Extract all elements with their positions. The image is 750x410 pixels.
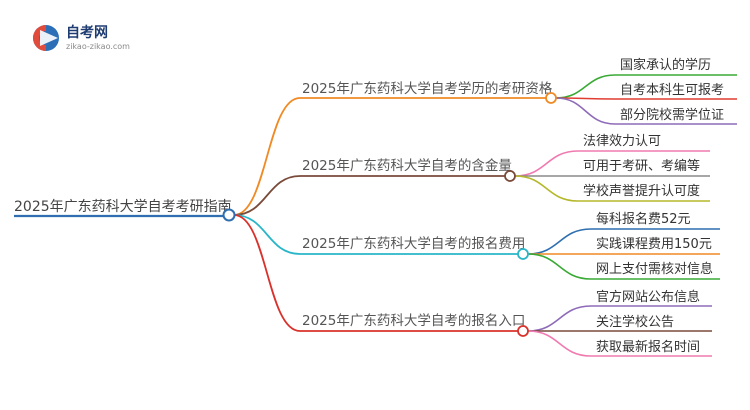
leaf-label: 网上支付需核对信息 bbox=[596, 261, 713, 277]
branch-node[interactable]: 2025年广东药科大学自考的含金量 bbox=[300, 158, 516, 182]
leaf-label: 官方网站公布信息 bbox=[596, 289, 700, 305]
branch-node-circle[interactable] bbox=[517, 325, 529, 337]
leaf-node[interactable]: 网上支付需核对信息 bbox=[591, 261, 720, 280]
leaf-node[interactable]: 实践课程费用150元 bbox=[591, 237, 720, 255]
branch-node[interactable]: 2025年广东药科大学自考的报名费用 bbox=[300, 236, 529, 260]
logo-emblem-icon bbox=[33, 25, 59, 51]
leaf-label: 关注学校公告 bbox=[596, 314, 674, 330]
logo-name: 自考网 bbox=[66, 24, 108, 41]
branch-to-leaf-connector bbox=[514, 150, 579, 177]
branch-node-circle[interactable] bbox=[545, 92, 557, 104]
leaf-label: 自考本科生可报考 bbox=[620, 83, 724, 98]
branch-to-leaf-connector bbox=[527, 253, 592, 280]
branch-to-leaf-connector bbox=[527, 330, 592, 357]
leaf-label: 实践课程费用150元 bbox=[596, 237, 712, 252]
branch-node[interactable]: 2025年广东药科大学自考学历的考研资格 bbox=[300, 81, 557, 104]
branch-to-leaf-connector bbox=[527, 228, 592, 255]
leaf-label: 可用于考研、考编等 bbox=[583, 158, 700, 174]
root-node-circle[interactable] bbox=[222, 208, 236, 222]
leaf-label: 学校声誉提升认可度 bbox=[583, 183, 700, 199]
root-to-branch-connector bbox=[233, 175, 301, 216]
leaf-node[interactable]: 可用于考研、考编等 bbox=[578, 158, 710, 177]
branch-label: 2025年广东药科大学自考学历的考研资格 bbox=[302, 81, 553, 97]
branch-node-circle[interactable] bbox=[504, 170, 516, 182]
leaf-node[interactable]: 关注学校公告 bbox=[591, 314, 712, 332]
leaf-node[interactable]: 部分院校需学位证 bbox=[615, 107, 737, 125]
root-to-branch-connector bbox=[233, 214, 301, 332]
branch-label: 2025年广东药科大学自考的含金量 bbox=[302, 158, 512, 174]
leaf-node[interactable]: 学校声誉提升认可度 bbox=[578, 183, 710, 202]
branch-to-leaf-connector bbox=[527, 305, 592, 332]
leaf-node[interactable]: 国家承认的学历 bbox=[615, 57, 737, 76]
branch-to-leaf-connector bbox=[555, 97, 616, 125]
root-to-branch-connector bbox=[233, 214, 301, 255]
leaf-node[interactable]: 自考本科生可报考 bbox=[615, 83, 737, 100]
branch-label: 2025年广东药科大学自考的报名入口 bbox=[302, 313, 525, 329]
site-logo[interactable]: 自考网 zikao-zikao.com bbox=[33, 24, 130, 51]
leaf-node[interactable]: 每科报名费52元 bbox=[591, 211, 720, 230]
root-label: 2025年广东药科大学自考考研指南 bbox=[14, 199, 232, 215]
logo-url: zikao-zikao.com bbox=[66, 42, 130, 51]
leaf-label: 法律效力认可 bbox=[583, 134, 661, 149]
branch-to-leaf-connector bbox=[555, 74, 616, 99]
branch-to-leaf-connector bbox=[514, 175, 579, 202]
branch-label: 2025年广东药科大学自考的报名费用 bbox=[302, 236, 525, 252]
leaf-node[interactable]: 官方网站公布信息 bbox=[591, 289, 712, 307]
leaf-label: 部分院校需学位证 bbox=[620, 107, 724, 123]
root-node[interactable]: 2025年广东药科大学自考考研指南 bbox=[14, 199, 236, 222]
leaf-label: 获取最新报名时间 bbox=[596, 339, 700, 355]
connector-lines bbox=[233, 74, 616, 357]
branch-node[interactable]: 2025年广东药科大学自考的报名入口 bbox=[300, 313, 529, 337]
leaf-label: 每科报名费52元 bbox=[596, 211, 691, 227]
leaf-node[interactable]: 法律效力认可 bbox=[578, 134, 710, 152]
leaf-label: 国家承认的学历 bbox=[620, 57, 711, 73]
root-to-branch-connector bbox=[233, 97, 301, 216]
branch-node-circle[interactable] bbox=[517, 248, 529, 260]
leaf-node[interactable]: 获取最新报名时间 bbox=[591, 339, 712, 357]
